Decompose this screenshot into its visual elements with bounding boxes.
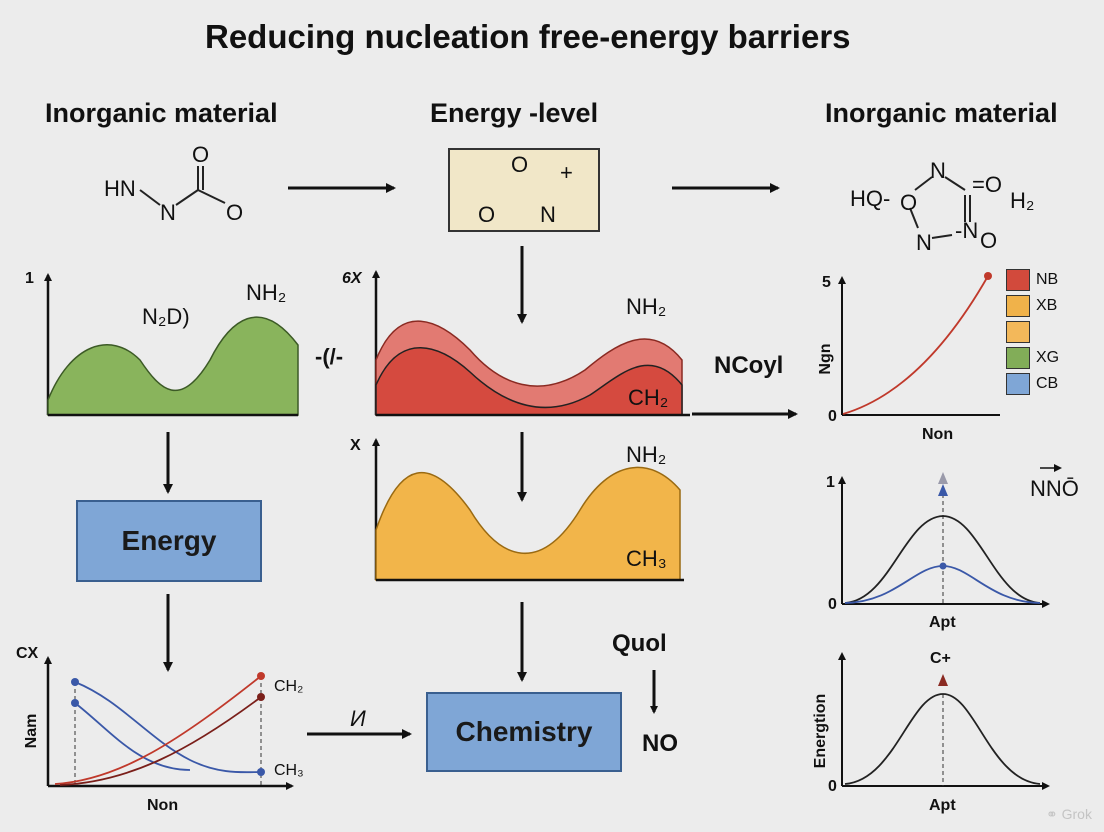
right-mid-xlabel: Apt	[929, 614, 956, 631]
ncoyl-label: NCoyl	[714, 352, 784, 379]
center-mol-plus: +	[560, 160, 573, 185]
legend-item: XG	[1006, 346, 1059, 370]
right-chart-top	[838, 272, 1000, 416]
line-chart	[44, 656, 294, 790]
left-mol-n: N	[160, 200, 176, 225]
legend-label: CB	[1036, 375, 1059, 392]
right-chart-mid	[838, 472, 1050, 608]
watermark: ⚭ Grok	[1046, 806, 1092, 823]
right-mol-hq: HQ-	[850, 186, 891, 211]
left-mol-o-top: O	[192, 142, 210, 167]
right-bot-ytick-bottom: 0	[828, 778, 837, 795]
page-title: Reducing nucleation free-energy barriers	[205, 18, 851, 55]
line-chart-ytick: CX	[16, 645, 39, 662]
right-bot-peak-label: C+	[930, 650, 951, 667]
line-chart-xlabel: Non	[147, 797, 179, 814]
orange-label-top: NH₂	[626, 442, 667, 467]
right-mid-ytick-top: 1	[826, 474, 835, 491]
right-mol-o-bot: O	[980, 228, 998, 253]
right-chart-bot	[838, 652, 1050, 790]
center-mol-o-top: O	[511, 152, 529, 177]
right-top-legend: NB XB XG CB	[1006, 268, 1059, 396]
line-chart-series-1: CH₂	[274, 678, 304, 695]
right-mol-o: O	[900, 190, 918, 215]
connector-glyph: -(/-	[315, 344, 344, 369]
no-label: NO	[642, 730, 678, 757]
legend-swatch	[1006, 269, 1030, 291]
legend-label: XB	[1036, 297, 1058, 314]
right-top-ytick-bottom: 0	[828, 408, 837, 425]
chemistry-box: Chemistry	[426, 692, 622, 772]
red-label-bot: CH₂	[628, 385, 669, 410]
right-mid-side-label: NNŌ	[1030, 476, 1079, 501]
orange-energy-panel	[372, 438, 684, 582]
legend-swatch	[1006, 347, 1030, 369]
watermark-icon: ⚭	[1046, 806, 1058, 822]
legend-item: NB	[1006, 268, 1059, 292]
right-bot-ylabel: Energtion	[812, 693, 829, 769]
legend-swatch	[1006, 321, 1030, 343]
left-molecule-bonds	[139, 166, 226, 206]
red-ytick: 6X	[342, 270, 362, 287]
green-energy-panel	[44, 273, 299, 417]
right-mol-no: -N	[955, 218, 979, 243]
right-mol-n-top: N	[930, 158, 946, 183]
left-mol-o-right: O	[226, 200, 244, 225]
red-label-top: NH₂	[626, 294, 667, 319]
right-mid-ytick-bottom: 0	[828, 596, 837, 613]
right-mol-h2: H₂	[1010, 188, 1035, 213]
legend-label: XG	[1036, 349, 1060, 366]
quol-label: Quol	[612, 630, 667, 657]
legend-swatch	[1006, 373, 1030, 395]
center-mol-n: N	[540, 202, 556, 227]
header-right: Inorganic material	[825, 98, 1058, 128]
left-mol-hn: HN	[104, 176, 136, 201]
header-left: Inorganic material	[45, 98, 278, 128]
legend-item	[1006, 320, 1059, 344]
right-mol-o2: =O	[972, 172, 1002, 197]
green-label-b: NH₂	[246, 280, 287, 305]
red-energy-panel	[372, 270, 690, 417]
header-center: Energy -level	[430, 98, 599, 128]
legend-swatch	[1006, 295, 1030, 317]
line-chart-series-2: CH₃	[274, 762, 304, 779]
right-top-xlabel: Non	[922, 426, 954, 443]
energy-box: Energy	[76, 500, 262, 582]
right-top-ytick-top: 5	[822, 274, 831, 291]
legend-item: XB	[1006, 294, 1059, 318]
watermark-text: Grok	[1061, 806, 1092, 822]
arrow-label: И	[350, 706, 366, 731]
right-molecule-bonds	[909, 176, 971, 239]
center-mol-o-left: O	[478, 202, 496, 227]
right-bot-xlabel: Apt	[929, 797, 956, 814]
line-chart-ylabel: Nam	[23, 713, 40, 749]
legend-item: CB	[1006, 372, 1059, 396]
right-mol-n-bot: N	[916, 230, 932, 255]
orange-ytick: X	[350, 437, 361, 454]
energy-level-box	[448, 148, 600, 232]
right-top-ylabel: Ngn	[817, 343, 834, 375]
green-ytick: 1	[25, 270, 34, 287]
legend-label: NB	[1036, 271, 1059, 288]
green-label-a: N₂D)	[142, 304, 190, 329]
orange-label-bot: CH₃	[626, 546, 667, 571]
